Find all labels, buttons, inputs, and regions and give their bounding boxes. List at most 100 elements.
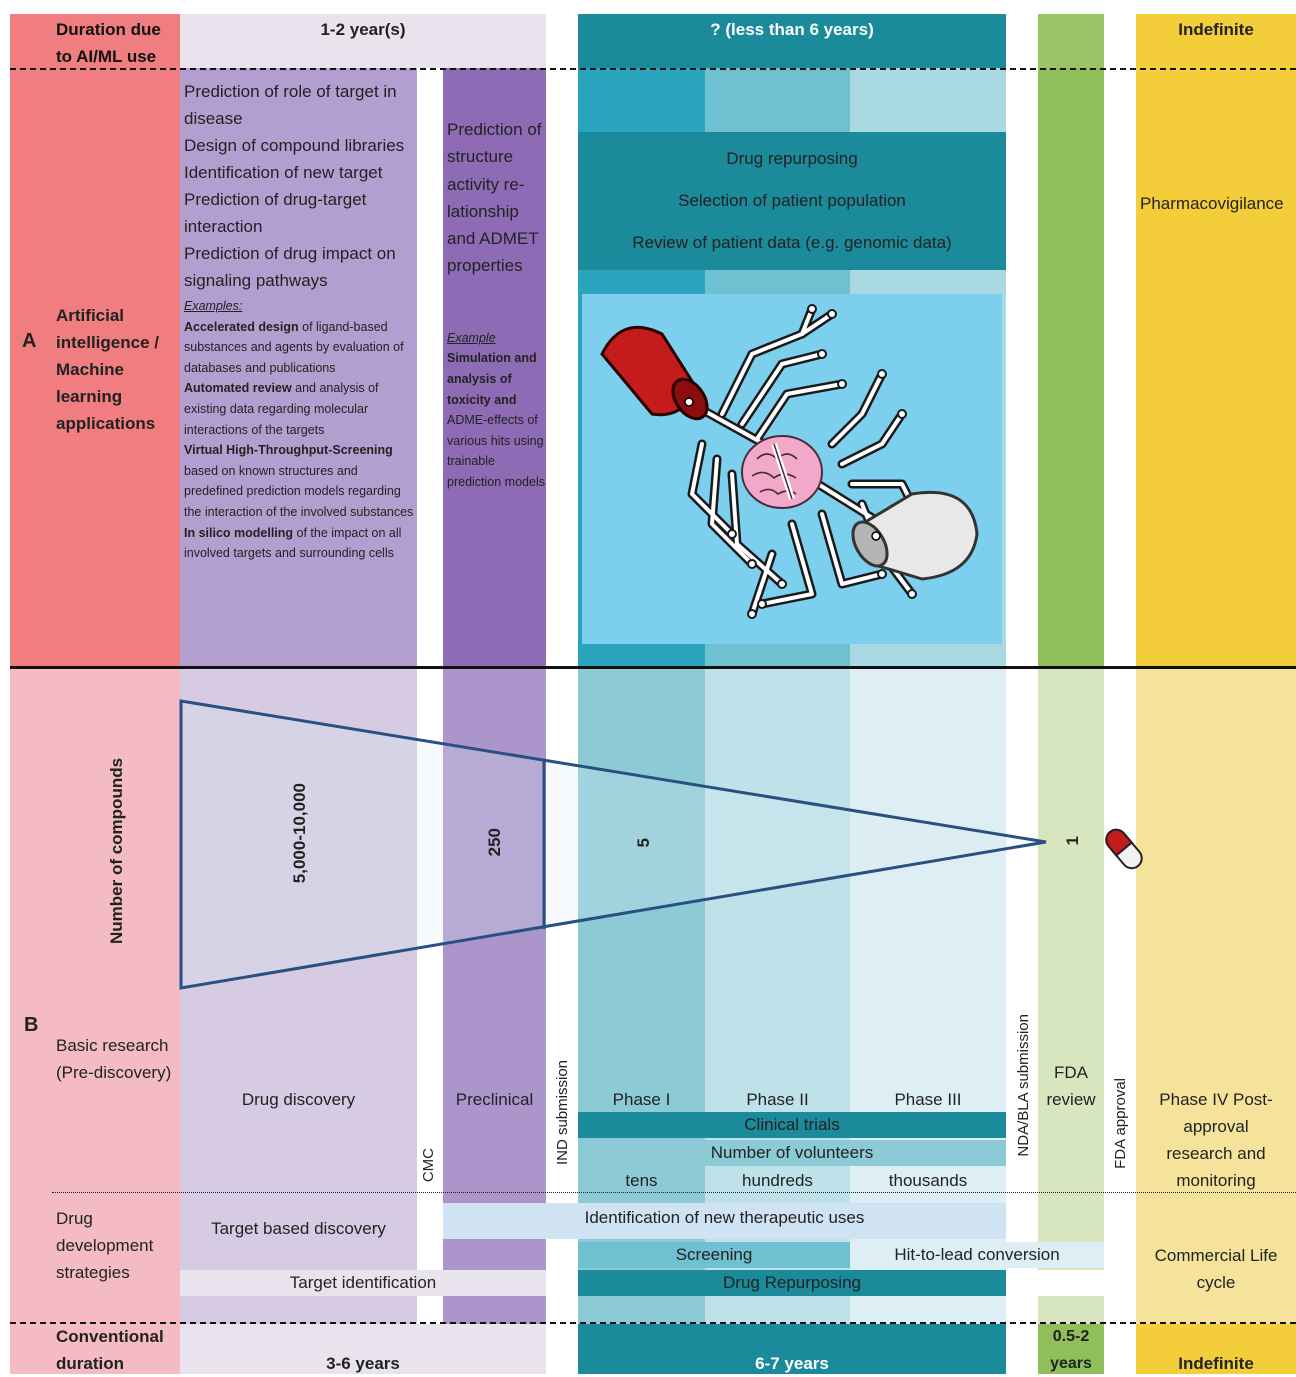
ai-pill-illustration [582, 294, 1002, 644]
stage-phase4: Phase IV Post-approval research and moni… [1159, 1090, 1273, 1190]
footer-band-post [1136, 1324, 1296, 1374]
preclinical-column-a [443, 68, 546, 668]
discovery-example: Virtual High-Throughput-Screening based … [184, 440, 414, 522]
label-column-top [10, 14, 180, 668]
white-capsule [851, 490, 979, 581]
example-bold: Automated review [184, 381, 292, 396]
post-column-a [1136, 68, 1296, 668]
section-b-letter: B [24, 1014, 39, 1036]
count-clinical: 5 [634, 838, 653, 848]
red-capsule [600, 325, 709, 421]
example-text: of the impact on all involved targets an… [184, 525, 402, 561]
header-band-clinical [578, 14, 1006, 68]
clinical-ai-item: Review of patient data (e.g. genomic dat… [632, 233, 952, 252]
header-post-duration: Indefinite [1178, 20, 1254, 39]
post-column-b [1136, 668, 1296, 1324]
stage-fda-review: FDA review [1046, 1063, 1096, 1109]
compounds-axis-label: Number of compounds [107, 757, 126, 944]
stage-preclinical: Preclinical [455, 1090, 534, 1109]
stage-drug-discovery: Drug discovery [241, 1090, 356, 1109]
example-text: and analysis of existing data regarding … [184, 381, 379, 437]
section-divider [10, 666, 1296, 669]
footer-post-duration: Indefinite [1178, 1354, 1254, 1373]
footer-divider [10, 1322, 1296, 1324]
preclinical-example: Simulation and analysis of toxicity and … [447, 348, 545, 492]
discovery-ai-item: Prediction of role of target in disease [184, 82, 397, 128]
footer-band-clinical [578, 1324, 1006, 1374]
header-row-label: Duration due to AI/ML use [56, 20, 161, 66]
clinical-ai-item: Selection of patient population [678, 191, 906, 210]
basic-research-label: Basic research (Pre-discovery) [56, 1036, 172, 1082]
example-text: based on known structures and predefined… [184, 463, 414, 519]
section-a-row-label: Artificial intelligence / Machine learni… [56, 306, 159, 433]
strategies-label: Drug development strategies [56, 1209, 154, 1282]
footer-band-fda [1038, 1324, 1104, 1374]
volunteer-count: thousands [888, 1171, 968, 1190]
footer-clinical-duration: 6-7 years [755, 1354, 829, 1373]
clinical-ai-item: Drug repurposing [726, 149, 858, 168]
strategy-screening-bar: Screening [578, 1242, 850, 1268]
discovery-ai-item: Design of compound libraries [184, 136, 405, 155]
preclinical-ai-text: Prediction of structure activity re-lati… [447, 120, 542, 276]
volunteer-count: tens [625, 1171, 658, 1190]
section-a-letter: A [22, 330, 37, 352]
discovery-example: Accelerated design of ligand-based subst… [184, 317, 414, 379]
milestone-fda-approval: FDA approval [1112, 1078, 1129, 1169]
pill-icon [1105, 828, 1143, 870]
header-divider [10, 68, 1296, 70]
fda-column-b [1038, 668, 1104, 1324]
count-approval: 1 [1063, 836, 1082, 846]
volunteers-bar: Number of volunteers [578, 1140, 1006, 1166]
post-ai-item: Pharmacovigilance [1140, 194, 1284, 213]
example-text: of ligand-based substances and agents by… [184, 319, 404, 375]
circuit-pill-drawing [600, 304, 979, 619]
clinical-ai-box [578, 132, 1006, 270]
discovery-ai-item: Prediction of drug impact on signaling p… [184, 244, 396, 290]
strategy-drug-repurposing-bar: Drug Repurposing [578, 1270, 1006, 1296]
phase-label: Phase I [612, 1090, 671, 1109]
example-bold: Simulation and analysis of toxicity and [447, 351, 537, 407]
stage-cmc: CMC [420, 1148, 437, 1183]
discovery-ai-item: Prediction of drug-target interaction [184, 190, 367, 236]
preclinical-example-label: Example [447, 330, 496, 345]
fda-gap [1038, 1270, 1104, 1296]
example-bold: Accelerated design [184, 319, 299, 334]
header-discovery-duration: 1-2 year(s) [320, 20, 406, 39]
phase-label: Phase II [746, 1090, 809, 1109]
preclinical-ai-block: Prediction of structure activity re-lati… [447, 116, 545, 493]
strategy-commercial: Commercial Life cycle [1154, 1246, 1278, 1292]
label-column-bottom [10, 668, 180, 1374]
header-band-discovery [180, 14, 546, 68]
footer-row-label: Conventional duration [56, 1327, 164, 1373]
milestone-nda-bla: NDA/BLA submission [1015, 1014, 1032, 1157]
discovery-examples-label: Examples: [184, 299, 243, 313]
strategy-hit-to-lead-bar: Hit-to-lead conversion [850, 1242, 1104, 1268]
footer-discovery-duration: 3-6 years [326, 1354, 400, 1373]
strategy-new-uses-bar: Identification of new therapeutic uses [443, 1203, 1006, 1239]
count-discovery: 5,000-10,000 [290, 783, 309, 884]
discovery-column-a [180, 68, 417, 668]
footer-band-discovery [180, 1324, 546, 1374]
strategy-target-identification-bar: Target identification [180, 1270, 546, 1296]
header-clinical-duration: ? (less than 6 years) [710, 20, 874, 39]
header-band-post [1136, 14, 1296, 68]
count-preclinical: 250 [485, 828, 504, 857]
footer-fda-duration: 0.5-2 years [1050, 1328, 1092, 1372]
header-band-fda [1038, 14, 1104, 68]
volunteer-count: hundreds [742, 1171, 813, 1190]
brain-icon [741, 435, 823, 509]
example-bold: Virtual High-Throughput-Screening [184, 443, 393, 458]
clinical-trials-bar: Clinical trials [578, 1112, 1006, 1138]
strategy-target-based: Target based discovery [211, 1219, 386, 1238]
milestone-ind-submission: IND submission [554, 1060, 571, 1166]
example-text: ADME-effects of various hits using train… [447, 413, 545, 489]
discovery-example: In silico modelling of the impact on all… [184, 523, 414, 564]
example-bold: In silico modelling [184, 525, 294, 540]
discovery-column-b [180, 668, 417, 1324]
discovery-ai-list: Prediction of role of target in disease … [184, 78, 414, 564]
discovery-example: Automated review and analysis of existin… [184, 378, 414, 440]
phase-label: Phase III [894, 1090, 962, 1109]
fda-column-a [1038, 68, 1104, 668]
discovery-ai-item: Identification of new target [184, 163, 383, 182]
